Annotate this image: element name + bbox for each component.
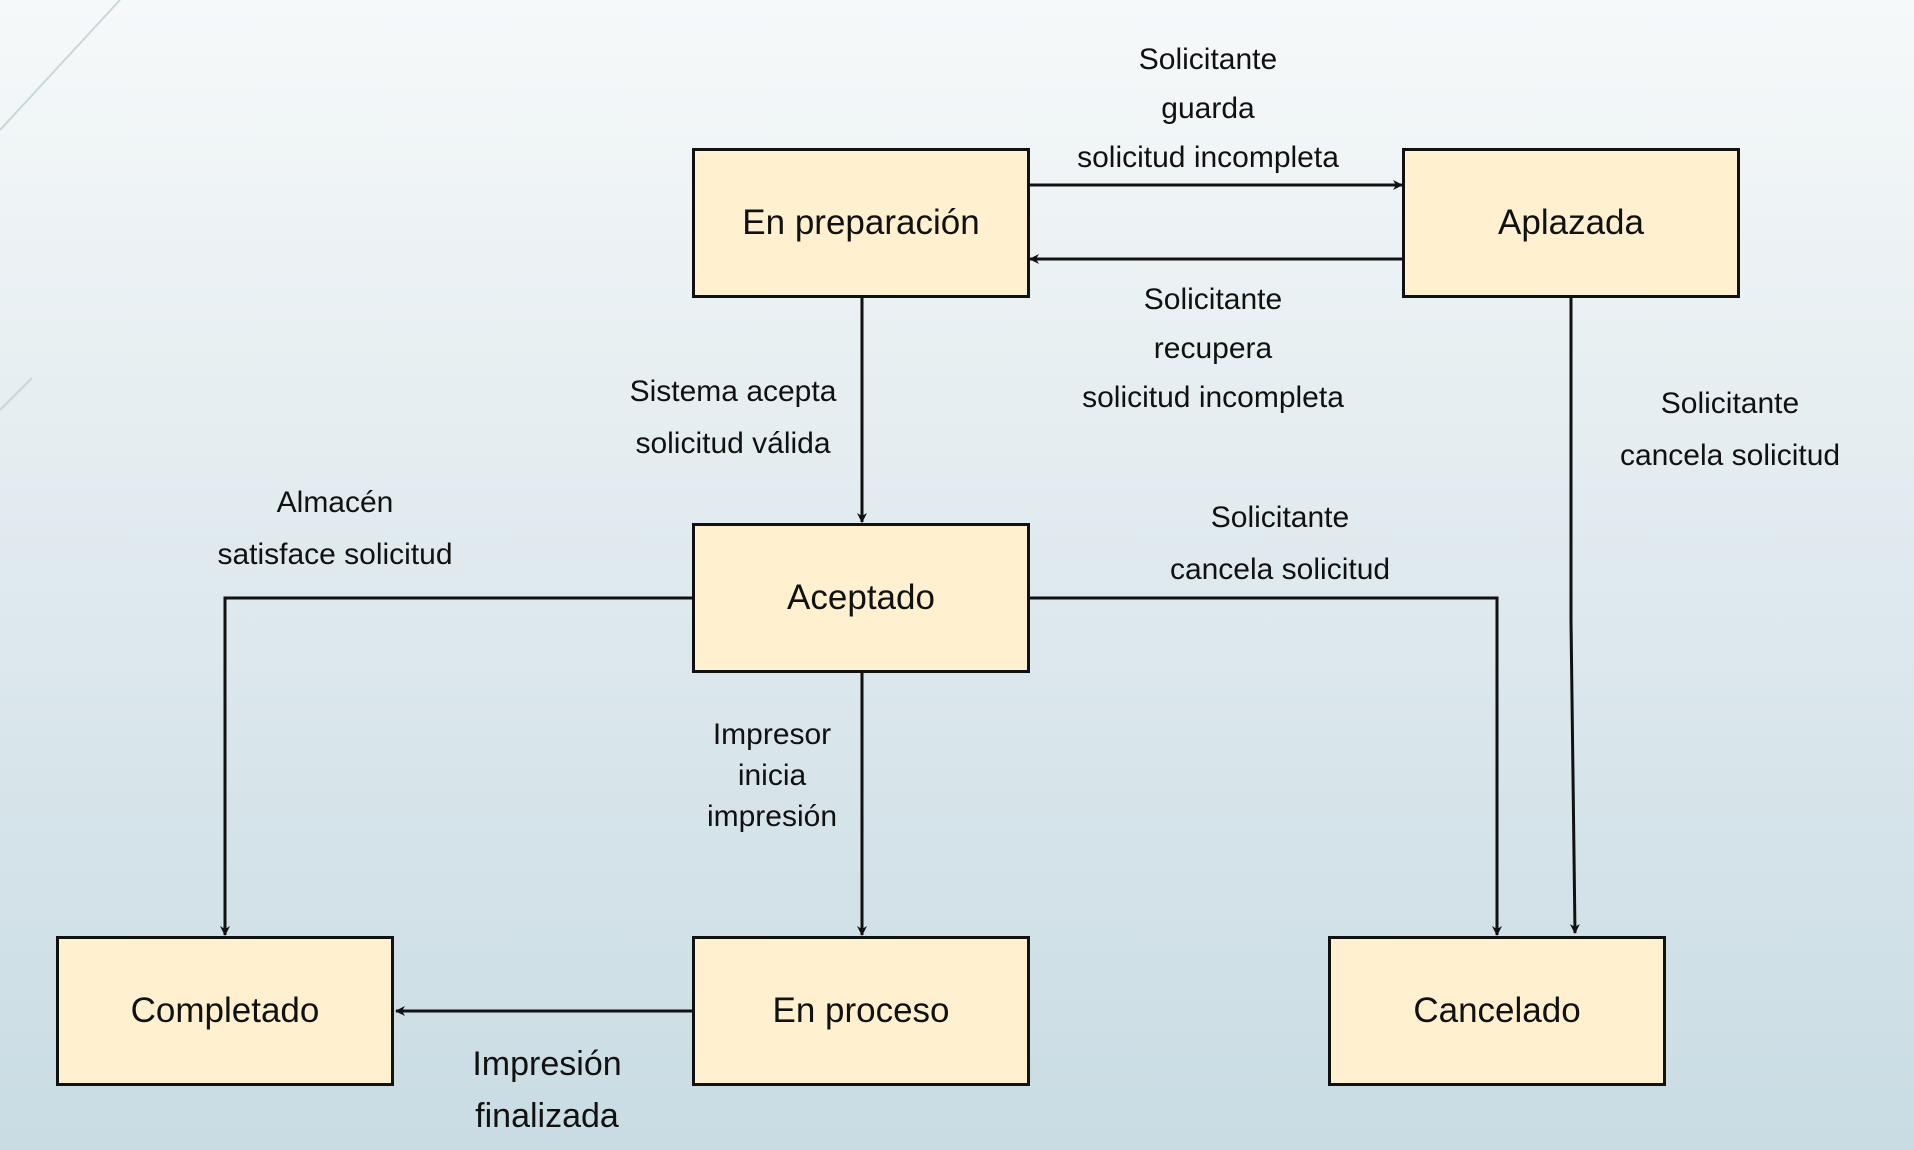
label-line: Impresión <box>472 1045 622 1083</box>
state-label: Aceptado <box>787 578 935 617</box>
label-impresor: Impresor inicia impresión <box>682 714 862 837</box>
label-line: cancela solicitud <box>1169 553 1391 586</box>
label-finalizada: Impresión finalizada <box>437 1038 657 1142</box>
label-line: guarda <box>1161 92 1255 125</box>
label-line: Impresor <box>712 718 832 751</box>
label-line: cancela solicitud <box>1619 439 1841 472</box>
label-line: Solicitante <box>1660 387 1800 420</box>
arrow-cancela-aplazada <box>1569 298 1580 934</box>
state-completado: Completado <box>56 936 394 1086</box>
label-cancela-aceptado: Solicitante cancela solicitud <box>1140 492 1420 596</box>
label-line: satisface solicitud <box>217 538 453 571</box>
state-cancelado: Cancelado <box>1328 936 1666 1086</box>
label-line: finalizada <box>475 1097 619 1135</box>
label-line: inicia <box>737 759 807 792</box>
state-label: En preparación <box>742 203 980 242</box>
label-line: Almacén <box>276 486 394 519</box>
label-line: Sistema acepta <box>629 375 837 408</box>
label-line: solicitud incompleta <box>1077 141 1339 174</box>
state-label: Completado <box>130 991 320 1030</box>
label-line: Solicitante <box>1210 501 1350 534</box>
state-label: Cancelado <box>1413 991 1581 1030</box>
state-label: En proceso <box>772 991 950 1030</box>
label-line: recupera <box>1153 332 1273 365</box>
arrow-almacen <box>220 596 692 936</box>
state-label: Aplazada <box>1498 203 1644 242</box>
state-en-proceso: En proceso <box>692 936 1030 1086</box>
label-acepta: Sistema acepta solicitud válida <box>608 366 858 470</box>
state-en-preparacion: En preparación <box>692 148 1030 298</box>
label-recupera: Solicitante recupera solicitud incomplet… <box>1068 275 1358 422</box>
decorative-line <box>0 0 121 131</box>
label-almacen: Almacén satisface solicitud <box>190 477 480 581</box>
label-line: solicitud incompleta <box>1082 381 1344 414</box>
label-cancela-aplazada: Solicitante cancela solicitud <box>1590 378 1870 482</box>
state-aplazada: Aplazada <box>1402 148 1740 298</box>
state-aceptado: Aceptado <box>692 523 1030 673</box>
label-line: solicitud válida <box>635 427 831 460</box>
arrow-cancela-aceptado <box>1030 596 1502 936</box>
decorative-line <box>0 377 33 411</box>
label-line: Solicitante <box>1143 283 1283 316</box>
label-guarda: Solicitante guarda solicitud incompleta <box>1068 35 1348 182</box>
label-line: Solicitante <box>1138 43 1278 76</box>
label-line: impresión <box>706 800 838 833</box>
